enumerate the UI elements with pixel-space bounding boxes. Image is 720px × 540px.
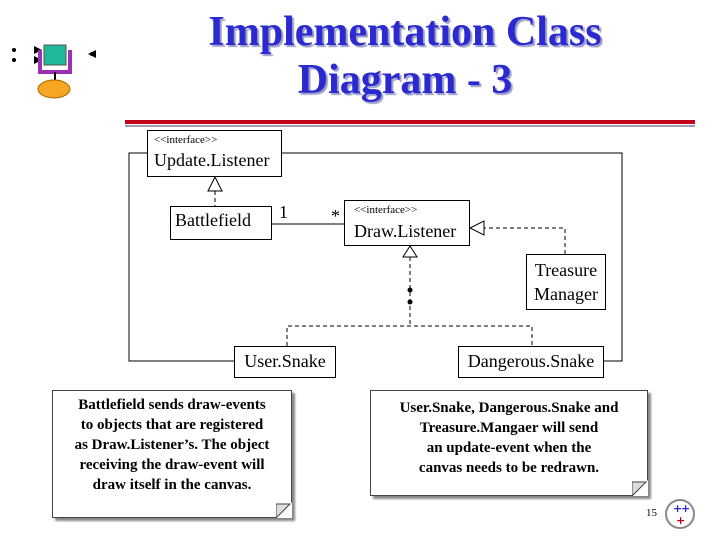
realization-arrow-draw-listener-right	[468, 220, 485, 236]
draw-listener-class	[344, 200, 470, 246]
update-listener-stereotype: <<interface>>	[154, 134, 218, 146]
note-right-line: an update-event when the	[426, 440, 592, 456]
battlefield-class	[170, 206, 272, 240]
realization-arrow-update-listener	[207, 175, 223, 192]
note-left-line: Battlefield sends draw-events	[78, 397, 266, 413]
dangerous-snake-class	[458, 346, 604, 378]
svg-text:+: +	[673, 502, 682, 515]
user-snake-class	[234, 346, 336, 378]
snake-game-logo-icon	[12, 44, 96, 99]
note-left-line: to objects that are registered	[80, 417, 264, 433]
draw-listener-name: Draw.Listener	[354, 221, 457, 241]
svg-text:+: +	[676, 514, 685, 527]
note-draw-events: Battlefield sends draw-events to objects…	[52, 390, 292, 518]
note-left-line: receiving the draw-event will	[79, 457, 265, 473]
update-listener-outer-realization	[282, 152, 623, 362]
treasure-manager-class	[526, 254, 606, 310]
multiplicity-battlefield: 1	[279, 202, 288, 222]
snakes-branch	[286, 325, 533, 346]
update-listener-left-realization	[128, 152, 234, 362]
svg-text:+: +	[681, 502, 690, 515]
update-listener-name: Update.Listener	[154, 150, 270, 170]
title-rule-shadow	[125, 125, 695, 127]
treasure-realizes-draw-listener	[483, 227, 566, 254]
draw-listener-stereotype: <<interface>>	[354, 204, 418, 216]
multiplicity-draw-listener: *	[331, 206, 340, 226]
update-listener-outline	[147, 130, 282, 177]
title-rule	[125, 120, 695, 124]
note-right-line: canvas needs to be redrawn.	[418, 460, 600, 476]
page-number: 15	[646, 507, 657, 519]
dangerous-snake-name: Dangerous.Snake	[467, 351, 595, 371]
note-update-events: User.Snake, Dangerous.Snake and Treasure…	[370, 390, 648, 496]
note-fold-icon	[276, 502, 292, 518]
user-snake-name: User.Snake	[244, 351, 326, 371]
note-left-line: as Draw.Listener’s. The object	[74, 437, 270, 453]
treasure-manager-name-line-1: Treasure	[534, 260, 598, 280]
navigation-buttons-icon[interactable]: + + +	[664, 498, 696, 530]
treasure-manager-name-line-2: Manager	[534, 284, 598, 304]
note-fold-icon	[632, 480, 648, 496]
battlefield-name: Battlefield	[175, 210, 251, 230]
page-title: Implementation Class Diagram - 3	[150, 8, 660, 104]
realization-arrow-draw-listener-bottom	[402, 245, 418, 258]
title-line-1: Implementation Class	[208, 9, 602, 55]
note-left-line: draw itself in the canvas.	[92, 477, 252, 493]
title-line-2: Diagram - 3	[297, 57, 513, 103]
note-right-line: Treasure.Mangaer will send	[419, 420, 599, 436]
note-right-line: User.Snake, Dangerous.Snake and	[399, 400, 619, 416]
